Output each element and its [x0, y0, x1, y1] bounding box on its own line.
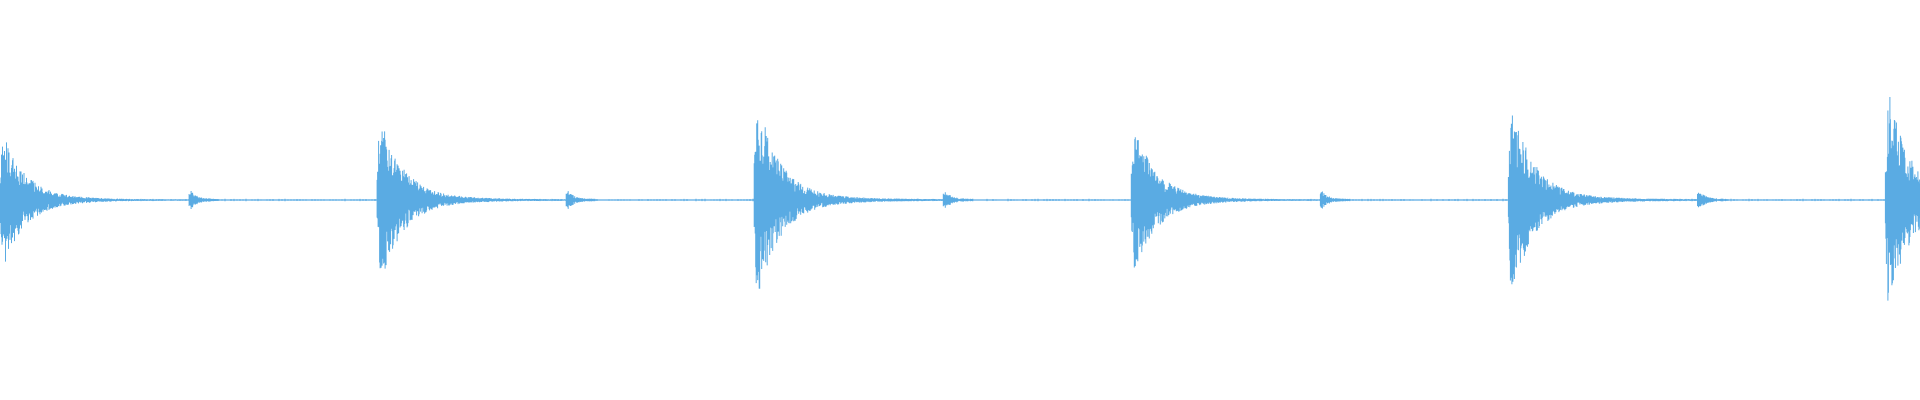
waveform-onset-3: [753, 120, 945, 289]
waveform-secondary-transient-5: [1697, 192, 1728, 208]
waveform-onset-2: [376, 131, 568, 269]
waveform-onset-4: [1130, 137, 1322, 268]
waveform-onset-6: [1884, 97, 1920, 301]
waveform-samples: [0, 97, 1920, 301]
waveform-residual-noise: [0, 198, 1918, 202]
waveform-onset-5: [1507, 115, 1699, 285]
waveform-onset-1: [0, 142, 190, 262]
